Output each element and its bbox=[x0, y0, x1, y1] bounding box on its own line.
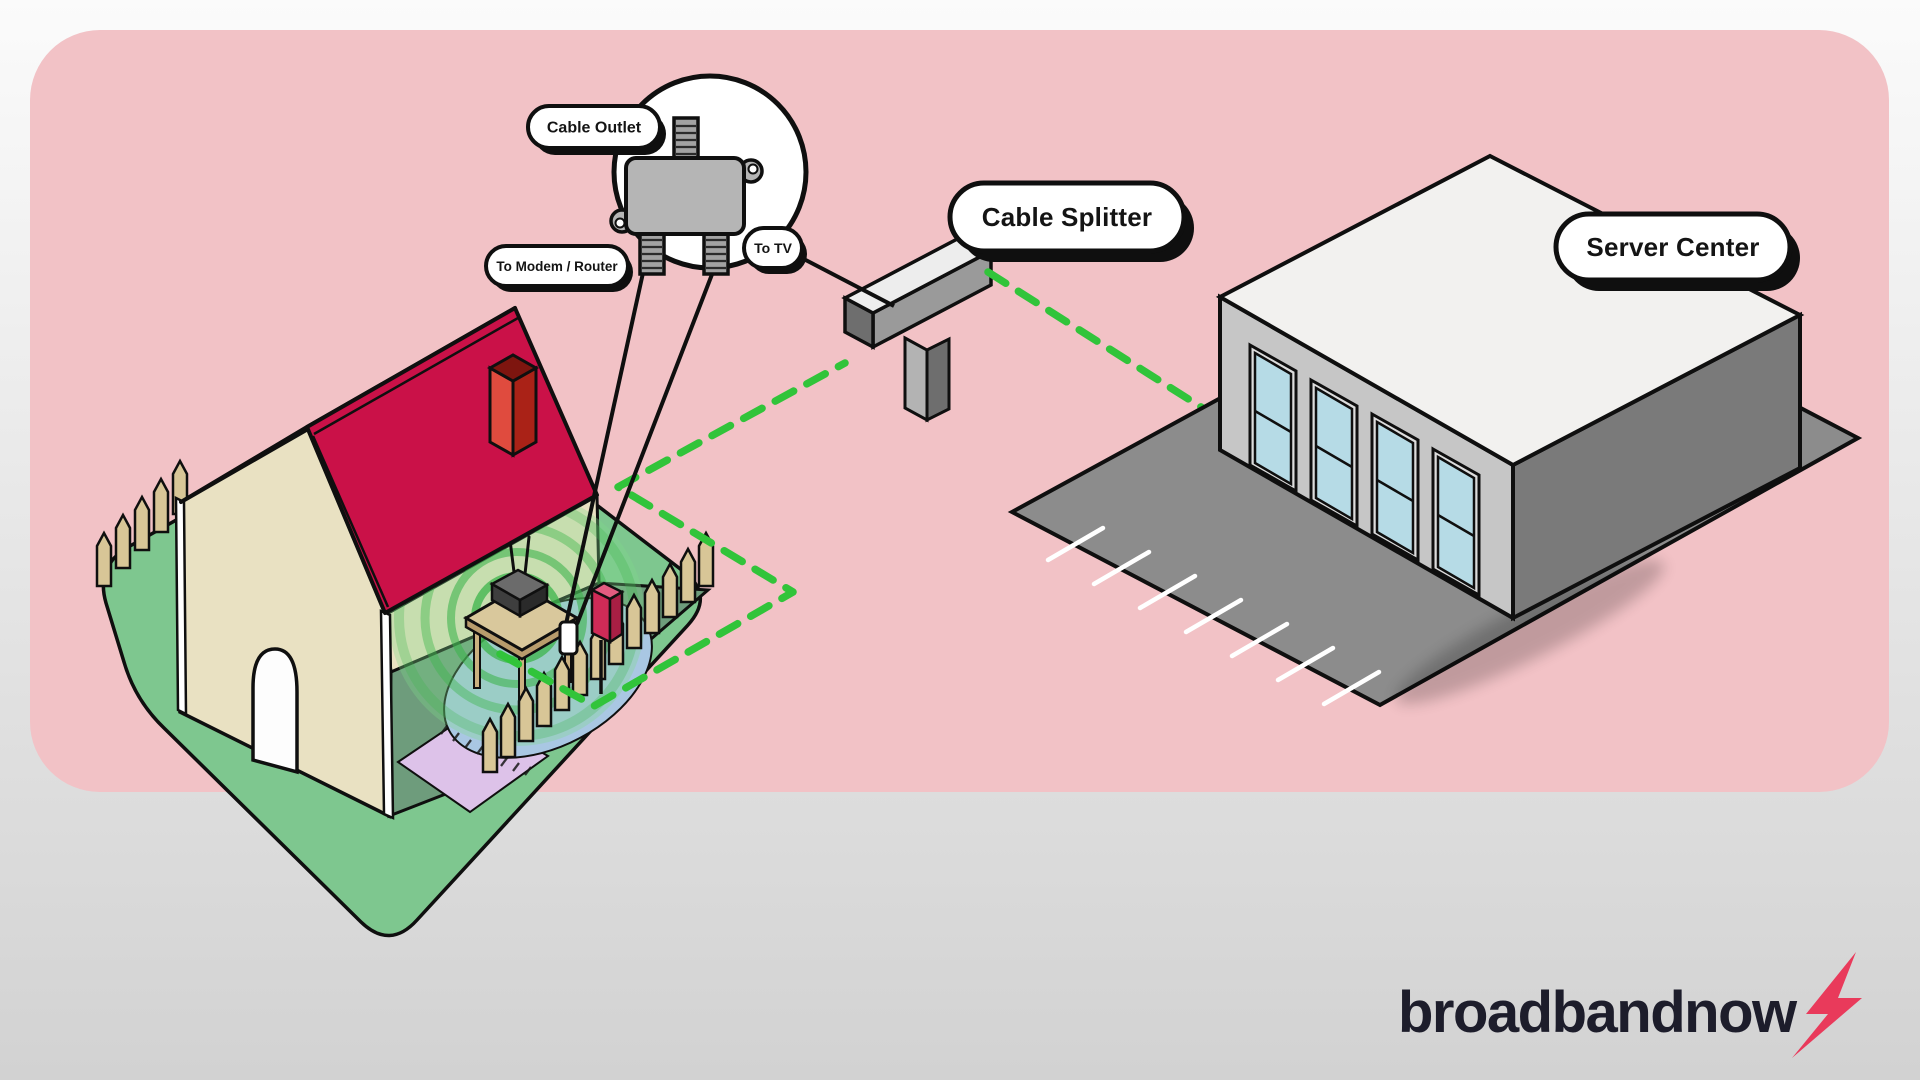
pill bbox=[484, 244, 630, 288]
window bbox=[1431, 446, 1481, 598]
label-cable-outlet: Cable Outlet bbox=[526, 104, 666, 155]
utility-box bbox=[589, 581, 625, 694]
pill bbox=[947, 180, 1187, 254]
pole-splitter bbox=[841, 234, 995, 423]
house-scene bbox=[95, 249, 849, 938]
chimney bbox=[486, 353, 540, 458]
building-windows bbox=[1248, 342, 1481, 598]
building-shadow bbox=[1395, 560, 1665, 704]
label-server-center: Server Center bbox=[1553, 211, 1800, 291]
corner-trim bbox=[379, 609, 395, 820]
house-roof bbox=[179, 306, 599, 615]
house-door bbox=[251, 647, 299, 775]
cable-path-server bbox=[984, 268, 1216, 418]
window bbox=[1309, 377, 1359, 529]
wifi-router bbox=[489, 530, 550, 619]
to-tv-label: To TV bbox=[754, 240, 793, 256]
coax-splitter-icon bbox=[609, 116, 764, 276]
server-building bbox=[1215, 153, 1805, 622]
logo-text-main: broadband bbox=[1398, 980, 1684, 1045]
server-center-label: Server Center bbox=[1586, 232, 1759, 262]
callout-leader-line bbox=[564, 249, 650, 625]
window bbox=[1248, 342, 1298, 494]
logo-text-accent: now bbox=[1684, 980, 1798, 1045]
pill bbox=[526, 104, 662, 150]
pill bbox=[1553, 211, 1793, 283]
label-to-tv: To TV bbox=[742, 226, 807, 274]
pill bbox=[742, 226, 804, 270]
label-cable-splitter: Cable Splitter bbox=[947, 180, 1194, 262]
callout-leader-line bbox=[575, 263, 718, 625]
to-tv-leader-line bbox=[797, 254, 895, 308]
building-roof bbox=[1215, 153, 1805, 468]
lightning-bolt-icon bbox=[1792, 952, 1862, 1058]
label-to-modem-router: To Modem / Router bbox=[484, 244, 633, 292]
server-scene bbox=[1007, 153, 1863, 708]
parking-lines bbox=[1045, 525, 1382, 707]
cable-path-house bbox=[496, 359, 849, 710]
cable-splitter-label: Cable Splitter bbox=[982, 202, 1152, 232]
to-modem-router-label: To Modem / Router bbox=[496, 259, 618, 274]
roof-edge-line bbox=[311, 435, 390, 608]
logo-text: broadbandnow bbox=[1398, 980, 1798, 1045]
router-antenna-icon bbox=[523, 535, 531, 576]
corner-trim bbox=[174, 495, 188, 717]
cable-wall-outlet bbox=[558, 620, 579, 656]
broadbandnow-logo: broadbandnow bbox=[1398, 952, 1862, 1058]
roof-ridge-line bbox=[313, 316, 519, 436]
cable-outlet-label: Cable Outlet bbox=[547, 120, 642, 137]
window bbox=[1370, 411, 1420, 563]
